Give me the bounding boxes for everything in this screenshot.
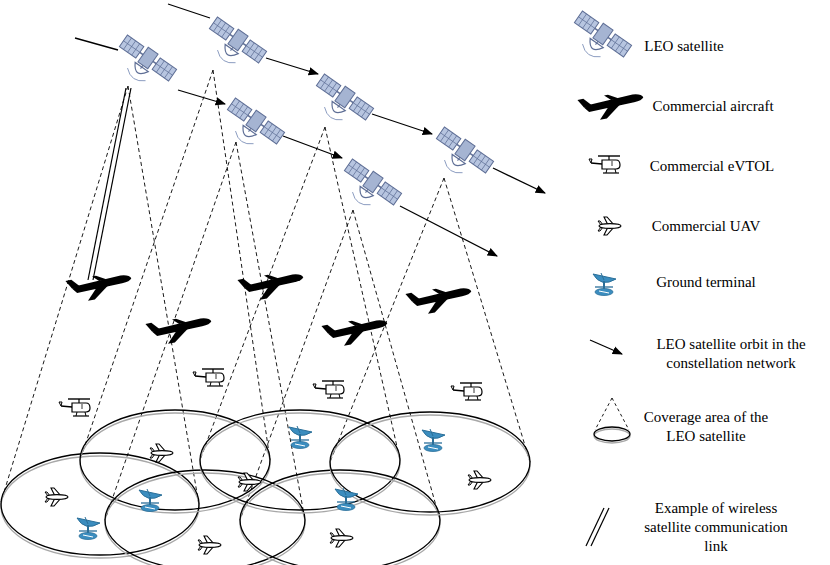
coverage-ellipse: [105, 470, 305, 565]
legend-uav-icon: [598, 217, 621, 235]
coverage-areas: [1, 410, 530, 565]
coverage-shadow: [330, 415, 530, 515]
legend-label: Ground terminal: [636, 273, 776, 292]
legend-aircraft-icon: [577, 87, 646, 124]
legend-link-icon: [586, 508, 609, 546]
cone-line: [128, 86, 199, 505]
coverage-ellipse: [330, 412, 530, 512]
link-line: [88, 88, 126, 280]
ground-terminal: [77, 517, 100, 540]
link-line: [93, 88, 131, 280]
cone-line: [105, 142, 236, 520]
commercial-evtol: [193, 369, 224, 386]
commercial-aircraft: [321, 313, 390, 350]
ground-terminal: [422, 429, 445, 452]
leo-satellite: [217, 96, 286, 158]
ground-terminal: [139, 489, 162, 512]
cone-line: [444, 178, 530, 462]
commercial-uav: [238, 473, 261, 491]
legend-label: LEO satellite: [614, 37, 754, 56]
coverage-shadow: [1, 456, 199, 558]
orbit-arrow: [493, 168, 545, 193]
commercial-aircraft: [65, 268, 134, 305]
legend-coverage-ellipse: [594, 427, 630, 441]
legend-evtol-icon: [589, 156, 620, 173]
orbit-lines: [75, 4, 545, 256]
coverage-ellipse: [80, 410, 270, 510]
commercial-evtol: [59, 399, 90, 416]
legend-label: Coverage area of the LEO satellite: [644, 408, 769, 446]
orbit-arrow: [400, 206, 497, 256]
orbit-arrow: [266, 58, 318, 74]
orbit-arrow: [178, 90, 225, 104]
legend-label: Commercial eVTOL: [642, 157, 782, 176]
coverage-cone-lines: [1, 70, 530, 520]
coverage-shadow: [200, 413, 400, 513]
commercial-aircraft: [237, 267, 306, 304]
legend-satellite-icon: [564, 9, 633, 71]
legend-label: Example of wireless satellite communicat…: [636, 499, 796, 556]
cone-line: [213, 70, 270, 460]
legend-cone-line: [612, 398, 629, 430]
commercial-uav: [150, 444, 173, 462]
orbit-arrow: [283, 136, 342, 158]
orbit-line: [168, 4, 210, 18]
coverage-ellipse: [1, 453, 199, 555]
orbit-arrow: [372, 114, 432, 134]
legend-terminal-icon: [593, 273, 616, 296]
commercial-uav: [330, 529, 353, 547]
commercial-evtol: [451, 383, 482, 400]
commercial-uav: [45, 488, 68, 506]
legend-label: LEO satellite orbit in the constellation…: [639, 335, 824, 373]
leo-satellite: [306, 72, 375, 134]
commercial-uav: [468, 471, 491, 489]
leo-satellite: [109, 33, 178, 95]
legend-orbit-arrow: [590, 340, 622, 354]
legend-label: Commercial UAV: [636, 217, 776, 236]
commercial-uav: [198, 536, 221, 554]
leo-satellite: [199, 15, 268, 77]
ground-terminal: [289, 426, 312, 449]
orbit-line: [75, 38, 118, 50]
commercial-aircraft: [145, 311, 214, 348]
communication-link: [88, 88, 131, 280]
commercial-evtol: [313, 381, 344, 398]
cone-line: [1, 86, 128, 502]
legend-coverage-icon: [594, 398, 630, 443]
leo-satellite: [334, 157, 403, 219]
commercial-aircraft: [405, 281, 474, 318]
legend-link-line: [591, 508, 609, 546]
coverage-shadow: [80, 413, 270, 513]
legend-label: Commercial aircraft: [633, 97, 793, 116]
coverage-shadow: [105, 473, 305, 565]
legend-cone-line: [595, 398, 612, 430]
leo-satellite: [426, 125, 495, 187]
ground-terminal: [335, 488, 358, 511]
legend-link-line: [586, 508, 604, 546]
